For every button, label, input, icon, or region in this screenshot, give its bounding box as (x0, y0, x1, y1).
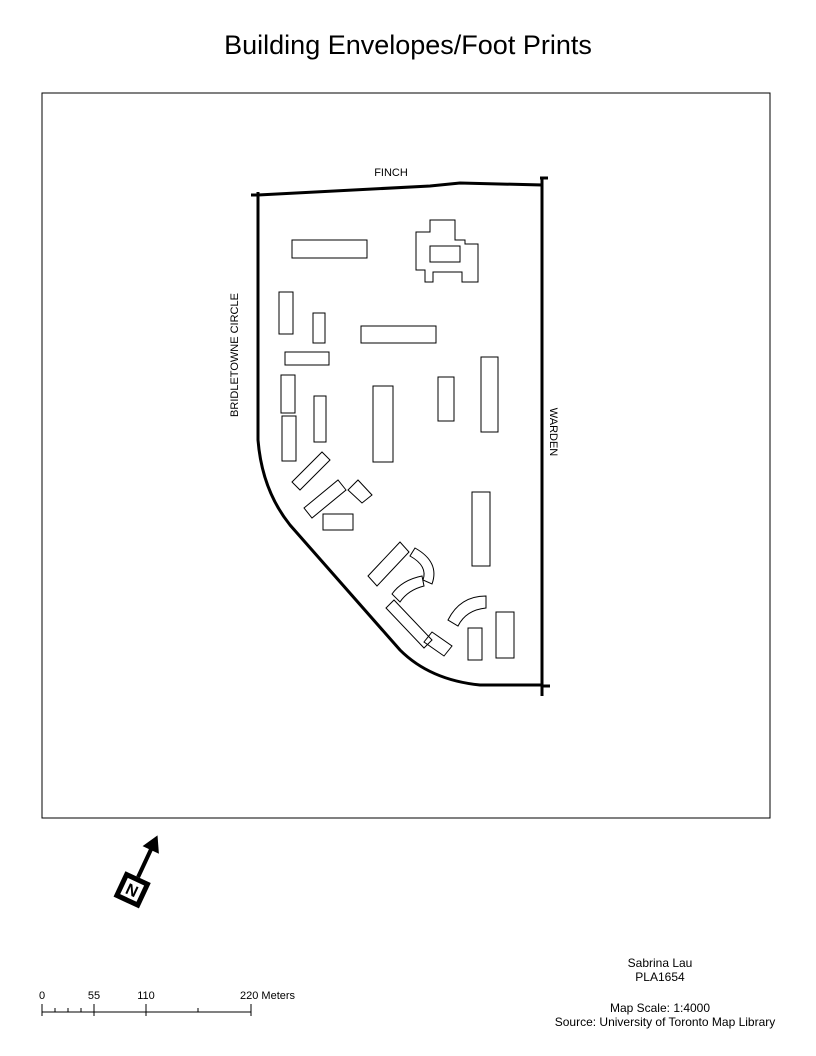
building-footprint (385, 599, 433, 649)
map-title: Building Envelopes/Foot Prints (224, 30, 592, 60)
credits-course: PLA1654 (635, 970, 685, 984)
street-label-finch: FINCH (374, 167, 408, 179)
building-footprint (437, 376, 455, 422)
building-footprint (280, 374, 296, 414)
building-footprint (372, 385, 394, 463)
scale-tick-label: 0 (39, 990, 45, 1002)
building-footprint (360, 325, 437, 344)
building-footprint (391, 575, 425, 603)
building-footprint (281, 415, 297, 462)
scale-tick-label: 55 (88, 990, 100, 1002)
building-footprint (322, 513, 354, 531)
building-footprint (480, 356, 499, 433)
building-footprint (291, 239, 368, 259)
building-footprint (312, 312, 326, 344)
building-footprint (284, 351, 330, 366)
building-footprints (278, 219, 515, 661)
building-footprint (471, 491, 491, 567)
credits-source: Source: University of Toronto Map Librar… (554, 1015, 776, 1029)
building-footprint (303, 479, 347, 519)
building-footprint (495, 611, 515, 659)
building-footprint (278, 291, 294, 335)
street-label-bridletowne-circle: BRIDLETOWNE CIRCLE (229, 293, 241, 417)
map-frame (41, 92, 771, 819)
building-footprint (423, 631, 453, 657)
building-footprint (415, 219, 479, 283)
credits-scale: Map Scale: 1:4000 (609, 1001, 711, 1015)
street-label-warden: WARDEN (547, 408, 559, 457)
building-footprint (291, 451, 331, 491)
scale-bar: 0 55 110 220 Meters (39, 990, 296, 1016)
north-arrow-icon: N (113, 835, 159, 909)
scale-tick-label: 110 (137, 990, 155, 1002)
credits-author: Sabrina Lau (627, 956, 693, 970)
building-footprint (347, 479, 373, 504)
building-footprint (313, 395, 327, 443)
scale-tick-label: 220 Meters (240, 990, 296, 1002)
building-footprint (367, 541, 410, 587)
building-footprint (467, 627, 483, 661)
building-footprint (447, 595, 487, 627)
site-boundary (256, 181, 544, 687)
